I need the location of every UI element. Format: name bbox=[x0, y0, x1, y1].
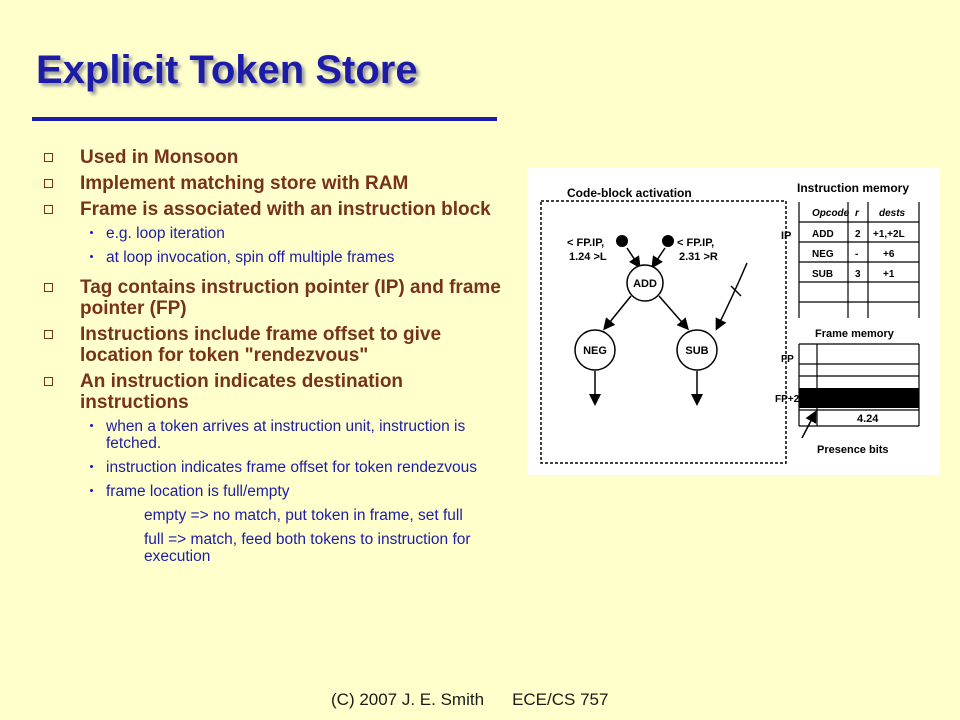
instr-cell: +1 bbox=[883, 269, 895, 280]
sub-bullet-text: e.g. loop iteration bbox=[106, 225, 225, 242]
square-bullet-icon bbox=[44, 205, 53, 214]
add-node bbox=[626, 264, 664, 302]
instr-cell: SUB bbox=[812, 269, 833, 280]
arrow-right-to-add bbox=[651, 247, 666, 269]
instr-cell: +6 bbox=[883, 249, 895, 260]
bullet-text: Frame is associated with an instruction … bbox=[80, 199, 491, 220]
token-left-line1: < FP.IP, bbox=[567, 237, 604, 249]
bullet-item: Tag contains instruction pointer (IP) an… bbox=[44, 277, 514, 319]
slide-footer: (C) 2007 J. E. Smith ECE/CS 757 bbox=[331, 690, 636, 710]
footer-course: ECE/CS 757 bbox=[512, 690, 609, 709]
footer-copyright: (C) 2007 J. E. Smith bbox=[331, 690, 485, 709]
frame-filled-slot bbox=[799, 388, 919, 408]
dot-bullet-icon bbox=[90, 424, 93, 427]
square-bullet-icon bbox=[44, 283, 53, 292]
dot-bullet-icon bbox=[90, 231, 93, 234]
level3-item: full => match, feed both tokens to instr… bbox=[144, 531, 471, 565]
arrow-add-to-neg bbox=[603, 295, 632, 331]
sub-bullet-item: when a token arrives at instruction unit… bbox=[44, 418, 514, 452]
bullet-text: Implement matching store with RAM bbox=[80, 173, 409, 194]
instr-header-opcode: Opcode bbox=[812, 208, 850, 219]
instr-cell: ADD bbox=[812, 229, 834, 240]
sub-node bbox=[676, 329, 718, 371]
title-underline bbox=[32, 117, 497, 121]
arrow-tick-mark bbox=[730, 285, 742, 297]
presence-bits-label: Presence bits bbox=[817, 444, 889, 456]
bullet-item: Used in Monsoon bbox=[44, 147, 514, 168]
sub-bullet-text: instruction indicates frame offset for t… bbox=[106, 459, 478, 476]
instr-cell: - bbox=[855, 249, 858, 260]
arrow-external-to-sub bbox=[715, 262, 748, 331]
bullet-text: Used in Monsoon bbox=[80, 147, 239, 168]
sub-bullet-text: at loop invocation, spin off multiple fr… bbox=[106, 249, 395, 266]
sub-bullet-text: when a token arrives at instruction unit… bbox=[106, 418, 466, 452]
frame-table-grid bbox=[798, 343, 920, 427]
bullet-item: An instruction indicates destination ins… bbox=[44, 371, 514, 413]
instr-cell: 3 bbox=[855, 269, 861, 280]
neg-node-label: NEG bbox=[583, 345, 607, 357]
instruction-table-grid bbox=[798, 202, 920, 318]
dot-bullet-icon bbox=[90, 255, 93, 258]
arrow-add-to-sub bbox=[658, 295, 689, 331]
bullet-item: Implement matching store with RAM bbox=[44, 173, 514, 194]
frame-value: 4.24 bbox=[857, 413, 879, 425]
token-right-line2: 2.31 >R bbox=[679, 251, 718, 263]
instr-cell: +1,+2L bbox=[873, 229, 905, 240]
square-bullet-icon bbox=[44, 179, 53, 188]
instr-header-r: r bbox=[855, 208, 860, 219]
instr-cell: NEG bbox=[812, 249, 834, 260]
fp2-label: FP+2 bbox=[775, 394, 800, 405]
sub-bullet-text: frame location is full/empty bbox=[106, 483, 290, 500]
token-store-figure: Code-block activation < FP.IP, 1.24 >L <… bbox=[527, 168, 940, 475]
token-right-line1: < FP.IP, bbox=[677, 237, 714, 249]
bullet-list: Used in Monsoon Implement matching store… bbox=[44, 147, 514, 572]
figure-svg: Code-block activation < FP.IP, 1.24 >L <… bbox=[540, 181, 920, 464]
frame-memory-title: Frame memory bbox=[815, 328, 895, 340]
level3-item: empty => no match, put token in frame, s… bbox=[144, 507, 463, 524]
bullet-text: Instructions include frame offset to giv… bbox=[80, 324, 442, 366]
bullet-text: Tag contains instruction pointer (IP) an… bbox=[80, 277, 501, 319]
instr-header-dests: dests bbox=[879, 208, 906, 219]
bullet-text: An instruction indicates destination ins… bbox=[80, 371, 404, 413]
presence-arrow bbox=[801, 410, 817, 439]
sub-bullet-item: instruction indicates frame offset for t… bbox=[44, 459, 514, 476]
neg-node bbox=[574, 329, 616, 371]
sub-bullet-item: e.g. loop iteration bbox=[44, 225, 514, 242]
sub-bullet-item: frame location is full/empty bbox=[44, 483, 514, 500]
dot-bullet-icon bbox=[90, 489, 93, 492]
bullet-item: Frame is associated with an instruction … bbox=[44, 199, 514, 220]
instruction-memory-title: Instruction memory bbox=[797, 181, 909, 195]
arrow-left-to-add bbox=[626, 247, 641, 269]
square-bullet-icon bbox=[44, 153, 53, 162]
square-bullet-icon bbox=[44, 330, 53, 339]
token-dot-left bbox=[616, 235, 628, 247]
ip-label: IP bbox=[781, 230, 791, 242]
fp-label: FP bbox=[781, 354, 794, 365]
slide-title: Explicit Token Store bbox=[36, 48, 418, 92]
dot-bullet-icon bbox=[90, 465, 93, 468]
instr-cell: 2 bbox=[855, 229, 861, 240]
sub-bullet-item: at loop invocation, spin off multiple fr… bbox=[44, 249, 514, 266]
bullet-item: Instructions include frame offset to giv… bbox=[44, 324, 514, 366]
code-block-title: Code-block activation bbox=[567, 186, 692, 200]
token-left-line2: 1.24 >L bbox=[569, 251, 607, 263]
square-bullet-icon bbox=[44, 377, 53, 386]
add-node-label: ADD bbox=[633, 278, 657, 290]
code-block-frame bbox=[540, 200, 787, 464]
token-dot-right bbox=[662, 235, 674, 247]
sub-node-label: SUB bbox=[685, 345, 708, 357]
